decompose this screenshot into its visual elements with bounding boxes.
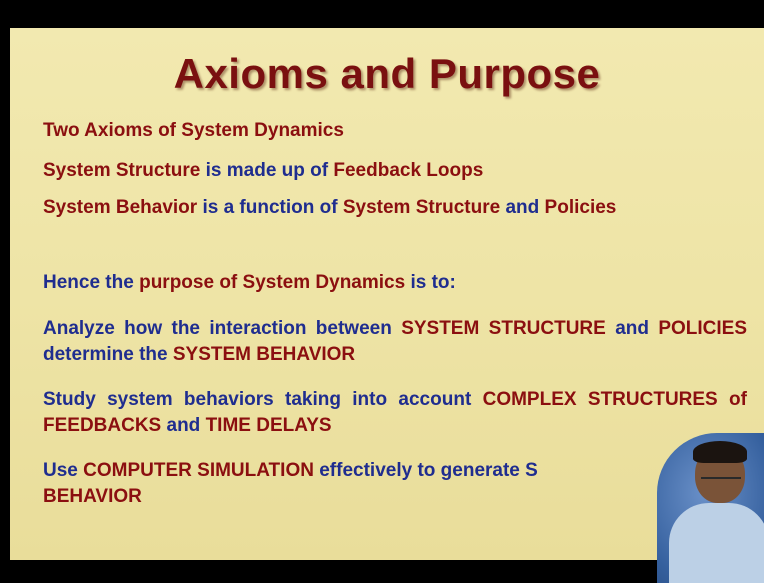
purpose-1-e: determine the [43,344,173,365]
axiom-2-object-2: Policies [544,197,617,218]
purpose-2-d: and [161,415,206,436]
purpose-heading: Hence the purpose of System Dynamics is … [43,270,747,296]
purpose-2-c: STRUCTURES of FEEDBACKS [43,389,747,436]
axiom-2-and: and [500,197,540,218]
axiom-2-object-1: System Structure [342,197,501,218]
slide: Axioms and Purpose Two Axioms of System … [10,28,764,560]
purpose-2-a: Study system behaviors taking into accou… [43,389,483,410]
purpose-1-a: Analyze how the interaction between [43,318,402,339]
purpose-1-d: POLICIES [658,318,748,339]
purpose-3-d: BEHAVIOR [43,486,142,507]
presenter-video-overlay [657,433,764,583]
purpose-3-a: Use [43,460,84,481]
axiom-2: System Behavior is a function of System … [43,195,747,221]
axiom-1: System Structure is made up of Feedback … [43,158,747,184]
purpose-2-b: COMPLEX [482,389,577,410]
purpose-3-b: COMPUTER SIMULATION [83,460,314,481]
purpose-heading-a: Hence the [43,272,140,293]
purpose-1-b: SYSTEM STRUCTURE [401,318,606,339]
glasses-icon [701,469,741,479]
axiom-1-subject: System Structure [43,160,201,181]
presenter-hair [693,441,747,463]
purpose-1: Analyze how the interaction between SYST… [43,316,747,368]
axiom-2-verb: is a function of [197,197,343,218]
axioms-heading: Two Axioms of System Dynamics [43,120,344,141]
purpose-heading-c: is to: [405,272,456,293]
axiom-1-verb: is made up of [200,160,334,181]
slide-title: Axioms and Purpose [173,50,601,97]
axiom-1-object: Feedback Loops [333,160,484,181]
purpose-heading-b: purpose of System Dynamics [139,272,406,293]
purpose-2: Study system behaviors taking into accou… [43,387,747,439]
axiom-2-subject: System Behavior [43,197,198,218]
purpose-3: Use COMPUTER SIMULATION effectively to g… [43,458,747,510]
purpose-1-c: and [615,318,659,339]
presenter-torso [669,503,764,583]
purpose-2-e: TIME DELAYS [205,415,332,436]
purpose-3-c: effectively to generate S [313,460,538,481]
purpose-1-f: SYSTEM BEHAVIOR [172,344,356,365]
